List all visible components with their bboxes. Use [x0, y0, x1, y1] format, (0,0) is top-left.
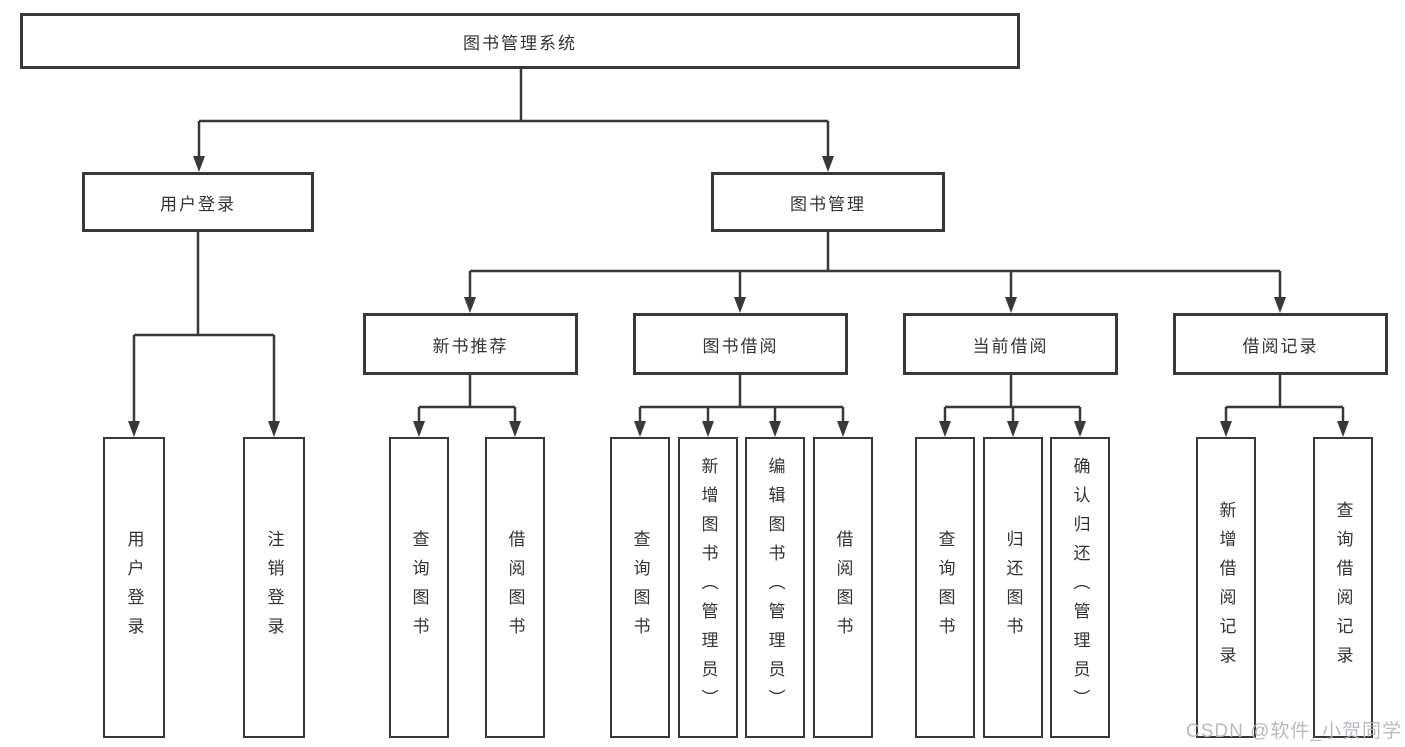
node-label: 查询图书 — [409, 529, 429, 646]
node-root-library-management-system: 图书管理系统 — [20, 13, 1020, 69]
arrowhead — [128, 421, 140, 437]
leaf-query-books-current: 查询图书 — [915, 437, 975, 738]
connector-paths — [132, 69, 1345, 425]
node-borrowing-records: 借阅记录 — [1173, 313, 1388, 375]
arrowhead — [268, 421, 280, 437]
node-label: 图书借阅 — [702, 336, 779, 356]
arrowhead — [1005, 297, 1017, 313]
leaf-query-borrow-record: 查询借阅记录 — [1313, 437, 1373, 738]
node-label: 查询图书 — [935, 529, 955, 646]
arrowhead — [702, 421, 714, 437]
node-label: 新增图书（管理员） — [698, 457, 718, 718]
connector-user-login-to-leaves — [132, 232, 276, 425]
connector-new-book-to-leaves — [417, 375, 517, 425]
arrowhead — [509, 421, 521, 437]
leaf-confirm-return-admin: 确认归还（管理员） — [1050, 437, 1110, 738]
node-label: 新增借阅记录 — [1216, 500, 1236, 675]
node-book-management: 图书管理 — [711, 172, 945, 232]
node-label: 确认归还（管理员） — [1070, 457, 1090, 718]
node-label: 借阅记录 — [1242, 336, 1319, 356]
arrowheads — [128, 156, 1349, 437]
arrowhead — [837, 421, 849, 437]
arrowhead — [193, 156, 205, 172]
node-label: 当前借阅 — [972, 336, 1049, 356]
node-label: 新书推荐 — [432, 336, 509, 356]
arrowhead — [1337, 421, 1349, 437]
leaf-query-books-recommend: 查询图书 — [389, 437, 449, 738]
node-label: 借阅图书 — [833, 529, 853, 646]
leaf-borrow-books-borrow: 借阅图书 — [813, 437, 873, 738]
arrowhead — [939, 421, 951, 437]
leaf-user-login: 用户登录 — [103, 437, 165, 738]
connector-current-borrow-to-leaves — [943, 375, 1082, 425]
arrowhead — [769, 421, 781, 437]
node-label: 借阅图书 — [505, 529, 525, 646]
arrowhead — [734, 297, 746, 313]
node-label: 查询借阅记录 — [1333, 500, 1353, 675]
node-label: 归还图书 — [1003, 529, 1023, 646]
connector-root-to-level2 — [197, 69, 830, 160]
leaf-add-borrow-record: 新增借阅记录 — [1196, 437, 1256, 738]
arrowhead — [1220, 421, 1232, 437]
node-user-login: 用户登录 — [82, 172, 314, 232]
arrowhead — [634, 421, 646, 437]
leaf-return-books: 归还图书 — [983, 437, 1043, 738]
leaf-logout: 注销登录 — [243, 437, 305, 738]
node-label: 查询图书 — [630, 529, 650, 646]
node-label: 用户登录 — [160, 194, 236, 214]
node-book-borrowing: 图书借阅 — [633, 313, 848, 375]
arrowhead — [1274, 297, 1286, 313]
node-label: 编辑图书（管理员） — [765, 457, 785, 718]
node-new-book-recommendation: 新书推荐 — [363, 313, 578, 375]
leaf-query-books-borrow: 查询图书 — [610, 437, 670, 738]
leaf-add-books-admin: 新增图书（管理员） — [678, 437, 738, 738]
arrowhead — [413, 421, 425, 437]
node-label: 图书管理系统 — [463, 33, 577, 53]
leaf-borrow-books-recommend: 借阅图书 — [485, 437, 545, 738]
node-label: 注销登录 — [264, 529, 284, 646]
node-label: 图书管理 — [790, 194, 866, 214]
connector-borrow-records-to-leaves — [1224, 375, 1345, 425]
connector-book-borrow-to-leaves — [638, 375, 845, 425]
node-label: 用户登录 — [124, 529, 144, 646]
csdn-watermark: CSDN @软件_小贺同学 — [1186, 721, 1402, 742]
arrowhead — [464, 297, 476, 313]
connector-book-management-to-level3 — [468, 232, 1282, 301]
arrowhead — [1074, 421, 1086, 437]
node-current-borrowing: 当前借阅 — [903, 313, 1118, 375]
arrowhead — [1007, 421, 1019, 437]
arrowhead — [822, 156, 834, 172]
leaf-edit-books-admin: 编辑图书（管理员） — [745, 437, 805, 738]
